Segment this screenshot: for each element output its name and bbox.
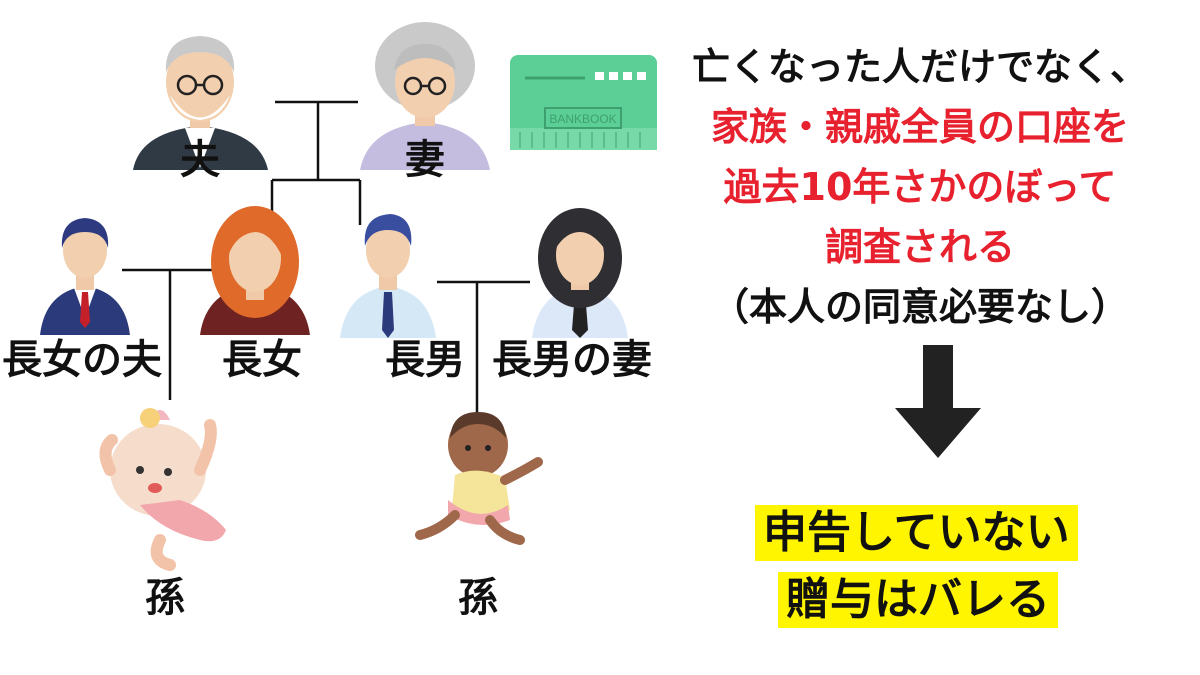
bankbook-icon: BANKBOOK — [510, 55, 657, 150]
eldest-son-wife-label: 長男の妻 — [492, 337, 652, 383]
message-line-1: 亡くなった人だけでなく、 — [691, 45, 1148, 89]
down-arrow-icon — [895, 345, 981, 458]
eldest-son-label: 長男 — [385, 337, 465, 383]
grandchild-1-baby-icon — [99, 408, 226, 571]
message-line-4: 調査される — [824, 225, 1015, 269]
bankbook-label: BANKBOOK — [549, 112, 616, 126]
conclusion-line-1: 申告していない — [755, 505, 1078, 561]
tree-connectors — [122, 100, 530, 420]
eldest-son-avatar-icon — [340, 214, 436, 338]
eldest-daughter-avatar-icon — [200, 206, 310, 335]
husband-avatar-icon — [133, 36, 268, 170]
conclusion-line-2: 贈与はバレる — [778, 572, 1058, 628]
message-line-2: 家族・親戚全員の口座を — [710, 105, 1129, 149]
eldest-daughter-husband-label: 長女の夫 — [2, 337, 162, 383]
grandchild-2-baby-icon — [415, 412, 543, 545]
eldest-son-wife-avatar-icon — [532, 208, 628, 338]
grandchild-1-label: 孫 — [145, 575, 185, 621]
wife-avatar-icon — [360, 22, 490, 170]
grandchild-2-label: 孫 — [458, 575, 498, 621]
message-line-3: 過去10年さかのぼって — [723, 165, 1117, 209]
husband-label: 夫 — [180, 137, 220, 183]
eldest-daughter-husband-avatar-icon — [40, 218, 130, 335]
message-line-5: （本人の同意必要なし） — [710, 285, 1129, 329]
eldest-daughter-label: 長女 — [222, 337, 302, 383]
wife-label: 妻 — [405, 137, 445, 183]
